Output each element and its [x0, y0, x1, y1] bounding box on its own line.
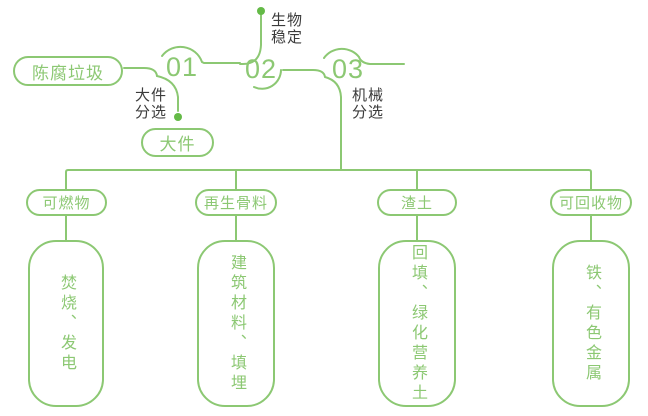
result-node-iron-nonferrous-metals: 铁、有色金属: [552, 240, 630, 407]
branch-bar: [65, 169, 592, 190]
category-node-combustibles: 可燃物: [26, 189, 107, 216]
step-label-line: 稳定: [271, 29, 304, 46]
step-label-line: 生物: [271, 12, 304, 29]
arc-03: [323, 47, 405, 65]
result-node-backfill-greening-soil: 回填、绿化营养土: [378, 240, 456, 407]
category-node-slag-soil: 渣土: [377, 189, 457, 216]
step-label-line: 分选: [135, 104, 168, 121]
step-number-03: 03: [332, 54, 365, 84]
bio-dot: [257, 7, 265, 15]
category-node-recycled-aggregate: 再生骨料: [195, 189, 277, 216]
step-number-02: 02: [245, 54, 278, 84]
edge-to-bio-dot: [239, 14, 262, 65]
result-node-incineration-power: 焚烧、发电: [28, 240, 104, 407]
edge-source-to-01: [123, 67, 179, 112]
result-text: 回填、绿化营养土: [409, 243, 426, 404]
step-number-01: 01: [166, 52, 199, 82]
result-text: 铁、有色金属: [583, 263, 600, 384]
arc-01: [161, 45, 241, 64]
step-label-line: 大件: [135, 87, 168, 104]
bulky-output-node: 大件: [141, 128, 214, 157]
step-label-mechanical-sorting: 机械 分选: [352, 87, 384, 121]
step-label-bulky-sorting: 大件 分选: [135, 87, 167, 121]
result-node-building-materials-landfill: 建筑材料、填埋: [197, 240, 275, 407]
category-node-recyclables: 可回收物: [550, 189, 632, 216]
bulky-dot: [174, 113, 182, 121]
source-node: 陈腐垃圾: [13, 56, 123, 86]
arc-02: [253, 69, 282, 90]
step-label-line: 分选: [352, 104, 385, 121]
edge-02-to-03: [282, 69, 342, 171]
result-text: 焚烧、发电: [58, 273, 75, 374]
step-label-bio-stabilization: 生物 稳定: [271, 12, 303, 46]
step-label-line: 机械: [352, 87, 385, 104]
result-text: 建筑材料、填埋: [228, 253, 245, 394]
